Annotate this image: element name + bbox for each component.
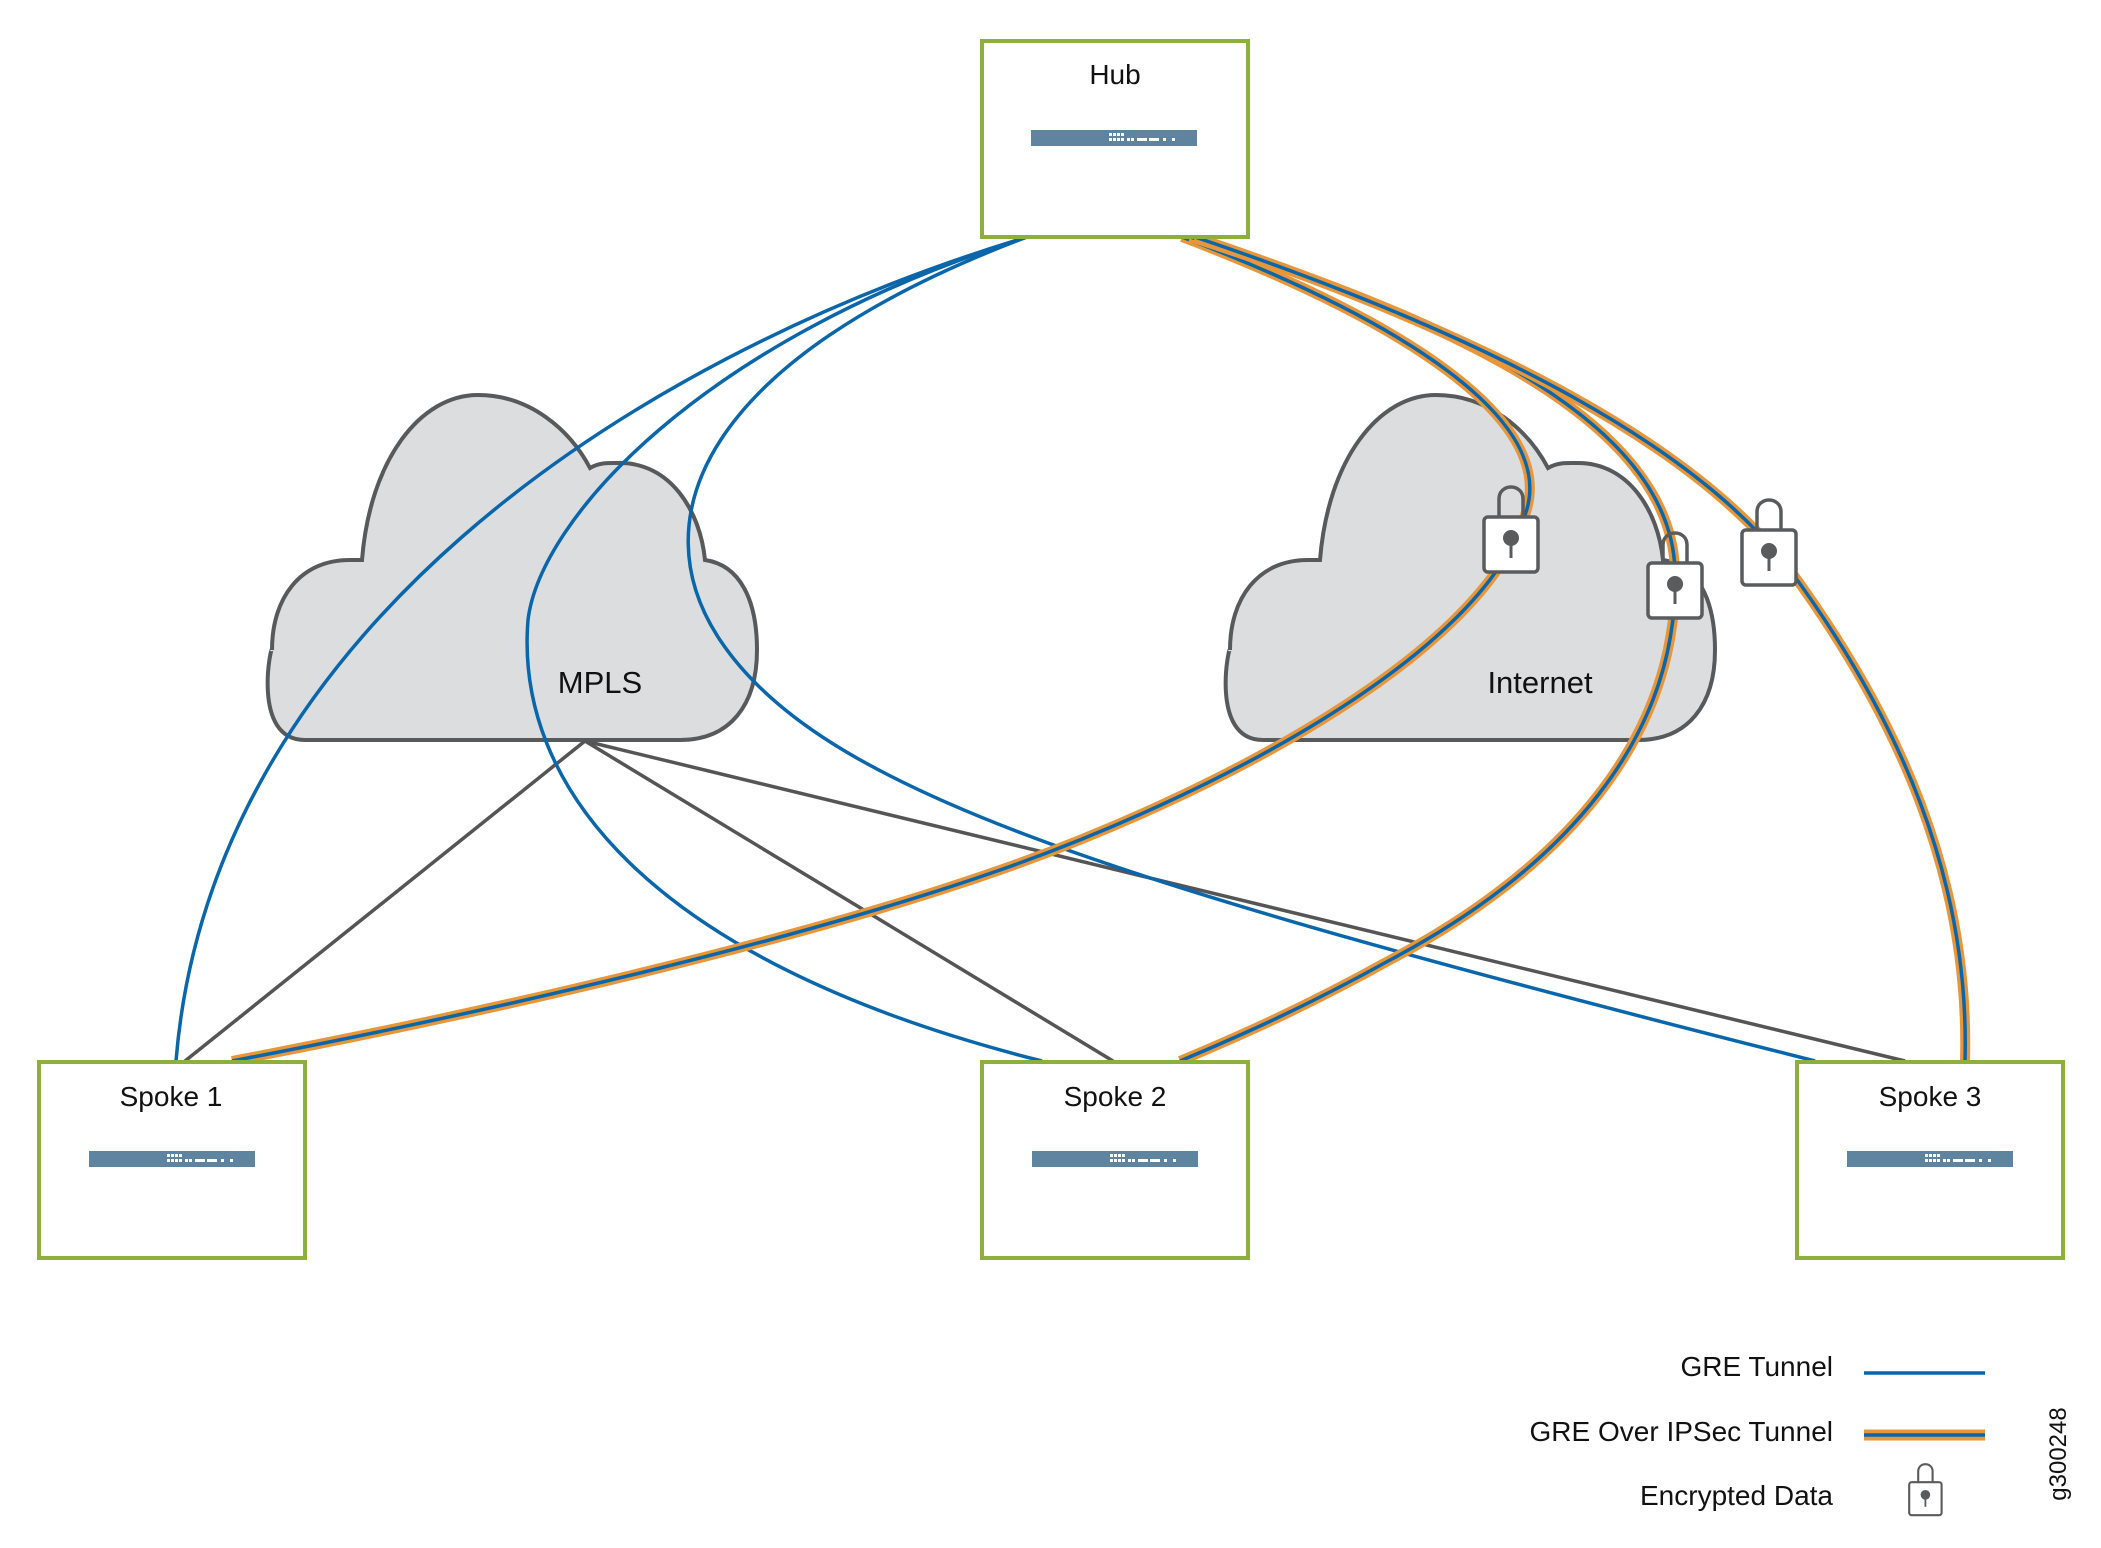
gre-tunnel-hub-spoke3 bbox=[686, 235, 1816, 1063]
lock-icon bbox=[1908, 1463, 1943, 1517]
ipsec-tunnel-hub-spoke1 bbox=[231, 232, 1535, 1066]
router-icon bbox=[89, 1151, 255, 1167]
mpls-cloud-label: MPLS bbox=[558, 665, 642, 700]
router-icon bbox=[1031, 130, 1197, 146]
spoke1-node[interactable]: Spoke 1 bbox=[37, 1060, 307, 1260]
router-icon bbox=[1847, 1151, 2013, 1167]
figure-id: g300248 bbox=[2045, 1407, 2072, 1500]
spoke1-label: Spoke 1 bbox=[120, 1081, 223, 1112]
spoke3-node[interactable]: Spoke 3 bbox=[1795, 1060, 2065, 1260]
mpls-link-spoke3 bbox=[584, 739, 1906, 1063]
internet-cloud bbox=[1223, 393, 1717, 742]
legend-gre-over-ipsec-label: GRE Over IPSec Tunnel bbox=[1530, 1416, 1833, 1447]
spoke2-node[interactable]: Spoke 2 bbox=[980, 1060, 1250, 1260]
legend-gre-tunnel-label: GRE Tunnel bbox=[1680, 1351, 1833, 1382]
mpls-link-spoke1 bbox=[183, 739, 587, 1063]
legend-encrypted-data-label: Encrypted Data bbox=[1640, 1480, 1833, 1511]
hub-node[interactable]: Hub bbox=[980, 39, 1250, 239]
mpls-cloud bbox=[265, 393, 759, 742]
hub-label: Hub bbox=[1089, 59, 1140, 90]
legend: GRE Tunnel GRE Over IPSec Tunnel Encrypt… bbox=[1530, 1351, 1985, 1517]
gre-tunnel-hub-spoke1 bbox=[174, 235, 1028, 1062]
spoke2-label: Spoke 2 bbox=[1064, 1081, 1167, 1112]
spoke3-label: Spoke 3 bbox=[1879, 1081, 1982, 1112]
lock-icon bbox=[1740, 498, 1798, 587]
mpls-access-links bbox=[183, 739, 1906, 1063]
mpls-link-spoke2 bbox=[584, 739, 1114, 1063]
router-icon bbox=[1032, 1151, 1198, 1167]
internet-cloud-label: Internet bbox=[1487, 665, 1593, 700]
